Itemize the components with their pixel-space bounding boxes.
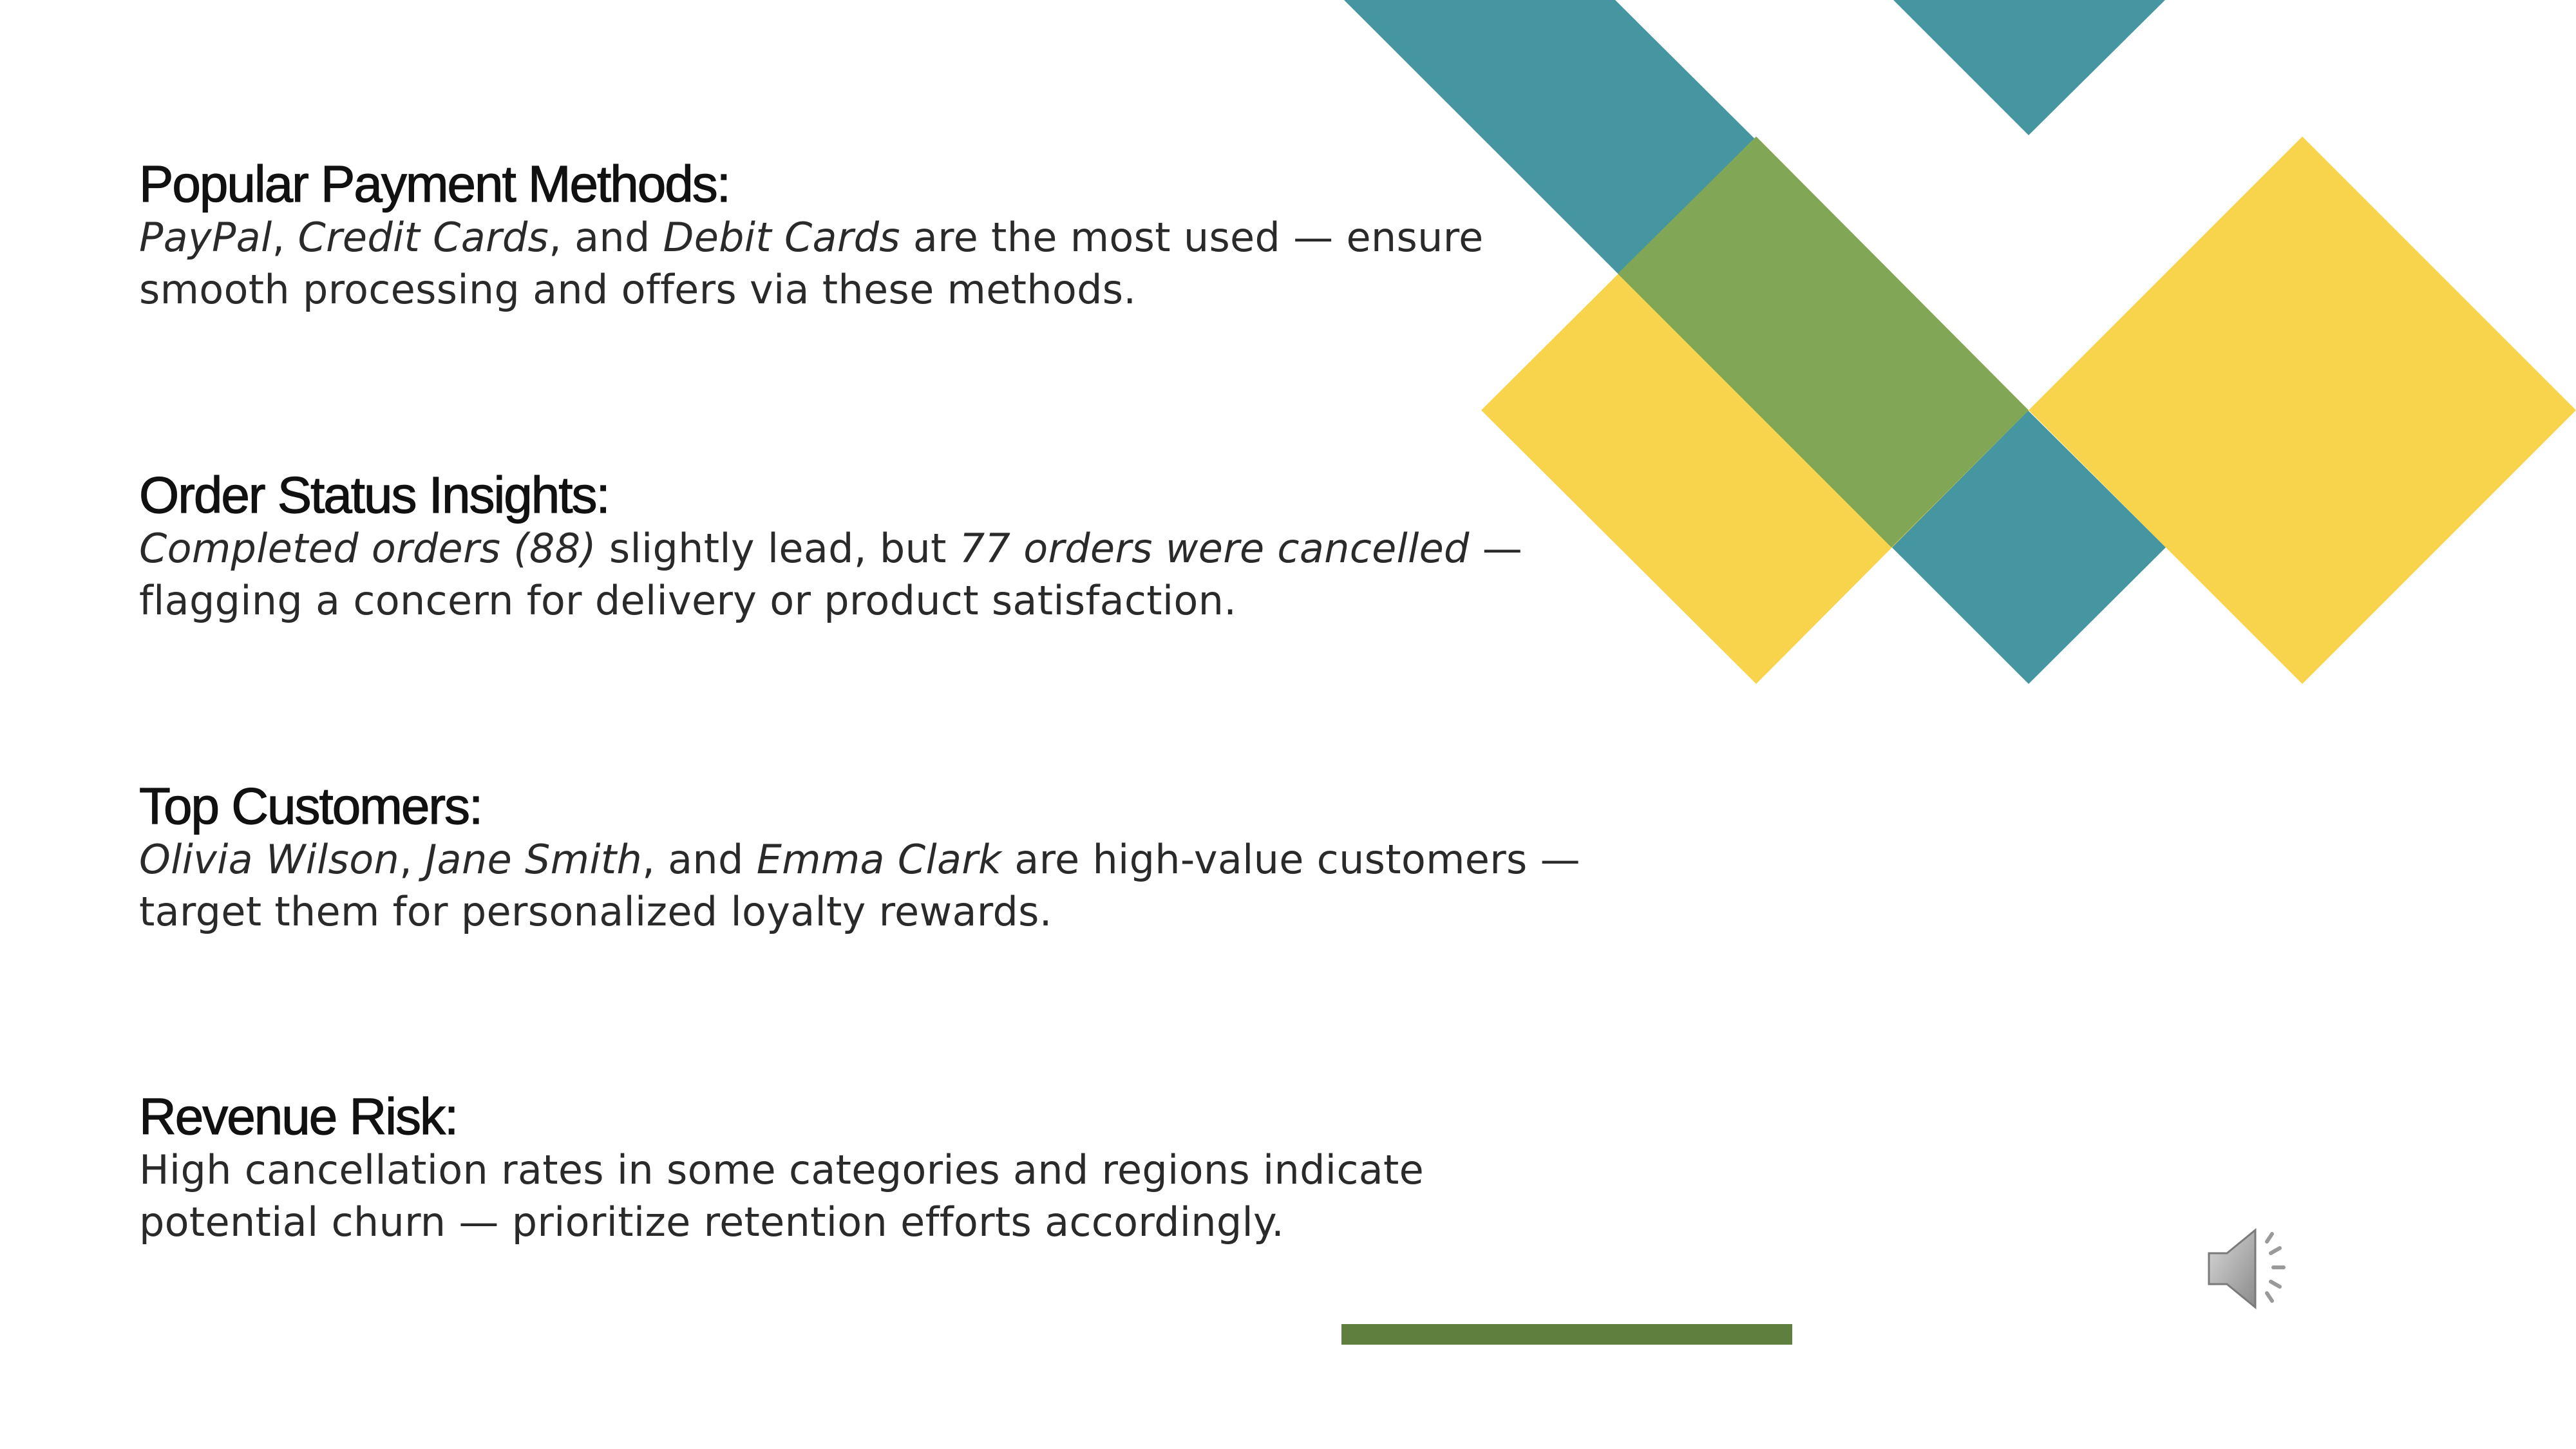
emphasis-text: Credit Cards xyxy=(298,214,549,261)
yellow-diamond-right xyxy=(2029,137,2576,684)
teal-top-triangle xyxy=(1893,0,2165,135)
green-accent-bar xyxy=(1341,1324,1792,1345)
emphasis-text: 77 orders were cancelled xyxy=(959,525,1470,572)
green-overlap xyxy=(1618,137,2029,547)
section-heading: Top Customers: xyxy=(138,777,483,835)
body-text: — flagging a concern for delivery or pro… xyxy=(139,525,1523,624)
emphasis-text: Emma Clark xyxy=(756,836,1002,883)
body-text: , and xyxy=(642,836,757,883)
section-heading: Popular Payment Methods: xyxy=(138,155,731,213)
section-heading: Order Status Insights: xyxy=(138,466,611,524)
section-body: PayPal, Credit Cards, and Debit Cards ar… xyxy=(139,211,1607,316)
body-text: , xyxy=(399,836,426,883)
section-body: High cancellation rates in some categori… xyxy=(139,1144,1607,1248)
emphasis-text: PayPal xyxy=(139,214,272,261)
emphasis-text: Olivia Wilson xyxy=(139,836,400,883)
emphasis-text: Debit Cards xyxy=(663,214,900,261)
emphasis-text: Completed orders (88) xyxy=(139,525,596,572)
body-text: High cancellation rates in some categori… xyxy=(139,1146,1425,1245)
section-revenue-risk: Revenue Risk: High cancellation rates in… xyxy=(138,1088,1607,1248)
section-payment-methods: Popular Payment Methods: PayPal, Credit … xyxy=(138,155,1607,316)
section-body: Olivia Wilson, Jane Smith, and Emma Clar… xyxy=(139,833,1607,938)
speaker-icon[interactable] xyxy=(2202,1217,2306,1320)
body-text: , and xyxy=(549,214,663,261)
section-body: Completed orders (88) slightly lead, but… xyxy=(139,522,1607,627)
body-text: , xyxy=(272,214,298,261)
body-text: slightly lead, but xyxy=(596,525,960,572)
section-top-customers: Top Customers: Olivia Wilson, Jane Smith… xyxy=(138,777,1607,938)
body-text: are high-value customers — target them f… xyxy=(139,836,1580,935)
emphasis-text: Jane Smith xyxy=(425,836,643,883)
section-heading: Revenue Risk: xyxy=(138,1088,459,1145)
section-order-status: Order Status Insights: Completed orders … xyxy=(138,466,1607,627)
body-text: are the most used — ensure smooth proces… xyxy=(139,214,1484,313)
